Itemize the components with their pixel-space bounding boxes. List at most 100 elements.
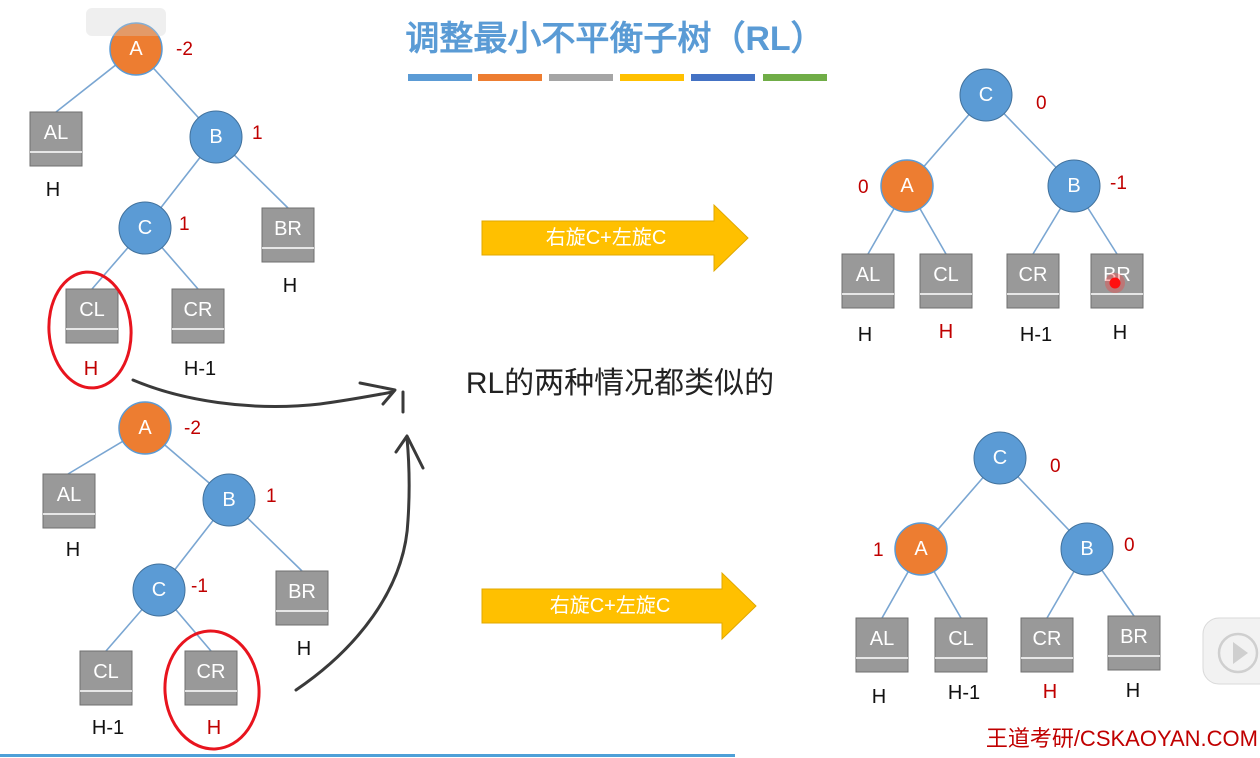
svg-text:BR: BR — [274, 218, 302, 240]
balance-factor-c: 1 — [179, 214, 190, 235]
height-al: H — [66, 539, 80, 561]
svg-text:B: B — [1067, 175, 1080, 197]
sketch-arrowhead-lower — [394, 434, 425, 470]
watermark: 王道考研/CSKAOYAN.COM — [986, 726, 1258, 751]
subtree-cl: CL — [65, 288, 119, 344]
tree-bottom-right: C 0 A 1 B 0 AL H CL H-1 CR H — [855, 431, 1161, 708]
svg-text:A: A — [900, 175, 914, 197]
height-cl: H — [84, 358, 98, 380]
height-cl: H — [939, 321, 953, 343]
balance-factor-b: 1 — [252, 123, 263, 144]
svg-text:B: B — [222, 489, 235, 511]
subtree-br: BR — [1107, 615, 1161, 671]
height-cr: H-1 — [1020, 324, 1052, 346]
node-a: A — [109, 22, 163, 76]
play-triangle-icon — [1233, 642, 1248, 664]
height-cr: H — [1043, 681, 1057, 703]
svg-text:AL: AL — [856, 264, 880, 286]
node-a: A — [880, 159, 934, 213]
svg-text:CL: CL — [93, 661, 119, 683]
height-br: H — [283, 275, 297, 297]
progress-line — [0, 754, 735, 757]
node-b: B — [202, 473, 256, 527]
balance-factor-b: 0 — [1124, 535, 1135, 556]
svg-text:CR: CR — [197, 661, 226, 683]
svg-text:C: C — [979, 84, 993, 106]
balance-factor-c: 0 — [1050, 456, 1061, 477]
title-bar-green — [763, 74, 827, 81]
svg-text:A: A — [129, 38, 143, 60]
height-al: H — [872, 686, 886, 708]
svg-text:CL: CL — [933, 264, 959, 286]
svg-text:CR: CR — [184, 299, 213, 321]
svg-text:BR: BR — [1120, 626, 1148, 648]
balance-factor-a: -2 — [184, 418, 201, 439]
subtree-al: AL — [29, 111, 83, 167]
svg-text:BR: BR — [288, 581, 316, 603]
tree-top-right: C 0 A 0 B -1 AL H CL H CR H-1 — [841, 68, 1144, 346]
height-cr: H-1 — [184, 358, 216, 380]
svg-text:BR: BR — [1103, 264, 1131, 286]
node-b: B — [1047, 159, 1101, 213]
svg-text:B: B — [209, 126, 222, 148]
balance-factor-a: 1 — [873, 540, 884, 561]
subtree-al: AL — [42, 473, 96, 529]
subtree-br: BR — [261, 207, 315, 263]
tree-bottom-left: A -2 B 1 C -1 AL H BR H CL H-1 — [42, 401, 329, 751]
height-cl: H-1 — [948, 682, 980, 704]
svg-text:B: B — [1080, 538, 1093, 560]
svg-text:C: C — [152, 579, 166, 601]
height-al: H — [858, 324, 872, 346]
play-icon — [1217, 632, 1259, 674]
player-logo — [86, 8, 166, 36]
node-a: A — [118, 401, 172, 455]
rotation-arrow-bottom: 右旋C+左旋C — [481, 571, 757, 641]
svg-text:A: A — [138, 417, 152, 439]
node-c: C — [132, 563, 186, 617]
sketch-arrowhead-upper — [358, 381, 397, 406]
node-c: C — [973, 431, 1027, 485]
handdrawn-arrows — [131, 378, 425, 692]
subtree-al: AL — [841, 253, 895, 309]
height-br: H — [297, 638, 311, 660]
height-al: H — [46, 179, 60, 201]
title-bar-yellow — [620, 74, 684, 81]
title-color-bar — [408, 74, 827, 81]
svg-text:CR: CR — [1033, 628, 1062, 650]
title-bar-darkblue — [691, 74, 755, 81]
tree-top-left: A -2 B 1 C 1 AL H BR H CL H — [29, 22, 315, 390]
height-cl: H-1 — [92, 717, 124, 739]
balance-factor-c: -1 — [191, 576, 208, 597]
node-b: B — [189, 110, 243, 164]
svg-text:CL: CL — [948, 628, 974, 650]
node-a: A — [894, 522, 948, 576]
subtree-cl: CL — [934, 617, 988, 673]
title-bar-orange — [478, 74, 542, 81]
svg-text:CL: CL — [79, 299, 105, 321]
subtree-br: BR — [275, 570, 329, 626]
title-bar-blue — [408, 74, 472, 81]
height-br: H — [1113, 322, 1127, 344]
highlight-circle — [163, 629, 261, 751]
node-b: B — [1060, 522, 1114, 576]
svg-text:AL: AL — [870, 628, 894, 650]
subtree-al: AL — [855, 617, 909, 673]
subtree-cl: CL — [79, 650, 133, 706]
slide-title: 调整最小不平衡子树（RL） — [405, 19, 824, 58]
subtree-cr: CR — [1020, 617, 1074, 673]
svg-text:C: C — [138, 217, 152, 239]
center-note: RL的两种情况都类似的 — [466, 367, 774, 400]
subtree-cr: CR — [171, 288, 225, 344]
balance-factor-b: -1 — [1110, 173, 1127, 194]
video-play-button[interactable] — [1202, 617, 1260, 685]
highlight-circle — [47, 270, 133, 390]
sketch-arrow-upper — [131, 378, 395, 409]
height-br: H — [1126, 680, 1140, 702]
title-bar-gray — [549, 74, 613, 81]
balance-factor-a: 0 — [858, 177, 869, 198]
sketch-arrow-lower — [294, 436, 411, 692]
subtree-cl: CL — [919, 253, 973, 309]
rotation-arrow-top: 右旋C+左旋C — [481, 203, 749, 273]
svg-text:C: C — [993, 447, 1007, 469]
